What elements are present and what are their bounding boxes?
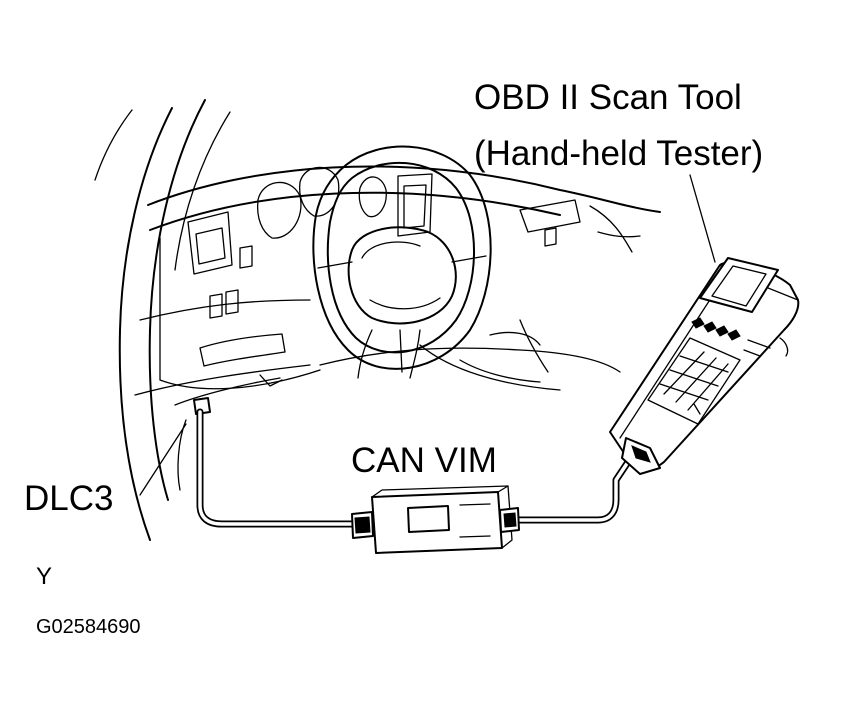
keypad (647, 337, 771, 425)
figure-code: G02584690 (36, 616, 141, 638)
can-vim-label: CAN VIM (351, 441, 497, 480)
cable (177, 408, 632, 528)
scan-tool-sublabel: (Hand-held Tester) (474, 134, 764, 173)
hand-held-tester (609, 257, 800, 475)
a-pillar (94, 99, 231, 541)
scan-tool-label: OBD II Scan Tool (474, 78, 742, 117)
dlc3-label: DLC3 (24, 479, 114, 518)
dashboard (134, 165, 661, 415)
side-marker: Y (36, 563, 53, 590)
leader-lines (139, 174, 716, 496)
can-vim-box (351, 485, 520, 554)
steering-wheel (312, 145, 492, 379)
